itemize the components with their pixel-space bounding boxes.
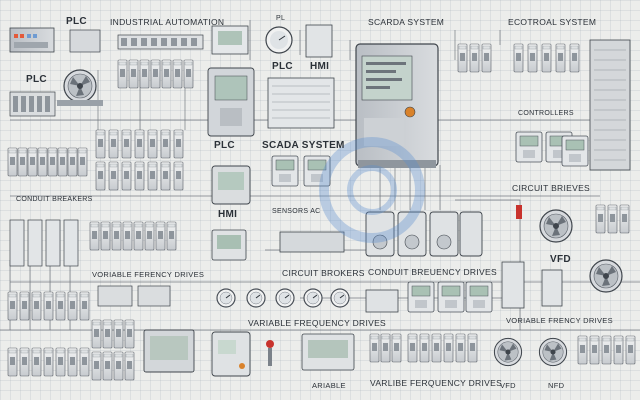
label-vfd-bottom-1: VFD [500,381,516,390]
watermark-logo [319,137,425,243]
label-plc-top: PLC [66,16,87,27]
label-ecotroal-system: ECOTROAL SYSTEM [508,17,597,27]
label-variable-frequency: VARIABLE FREQUENCY DRIVES [248,318,387,328]
label-sensors-ac: SENSORS AC [272,208,321,215]
label-controllers: CONTROLLERS [518,110,574,117]
label-plc-left: PLC [26,74,47,85]
label-vfd-right: VFD [550,254,571,265]
label-ariable: ARIABLE [312,381,346,390]
label-hmi-center: HMI [218,209,238,220]
label-circuit-brieves: CIRCUIT BRIEVES [512,183,591,193]
label-conduit-breakers: CONDUIT BREAKERS [16,196,93,203]
label-scada-system: SCADA SYSTEM [262,140,345,151]
label-conduit-breuency: CONDUIT BREUENCY DRIVES [368,267,497,277]
label-vfd-bottom-2: NFD [548,381,565,390]
label-industrial-automation: INDUSTRIAL AUTOMATION [110,17,225,27]
label-plc-center: PLC [214,140,235,151]
label-vorable-ferency: VORIABLE FERENCY DRIVES [92,270,205,279]
label-scarda-system: SCARDA SYSTEM [368,17,445,27]
label-circuit-brokers: CIRCUIT BROKERS [282,268,365,278]
label-varible-ferquency: VARLIBE FERQUENCY DRIVES [370,378,503,388]
label-pl-small: PL [276,15,286,22]
label-hmi-top: HMI [310,61,330,72]
label-plc-mid: PLC [272,61,293,72]
label-voriable-frency-right: VORIABLE FRENCY DRIVES [506,316,613,325]
